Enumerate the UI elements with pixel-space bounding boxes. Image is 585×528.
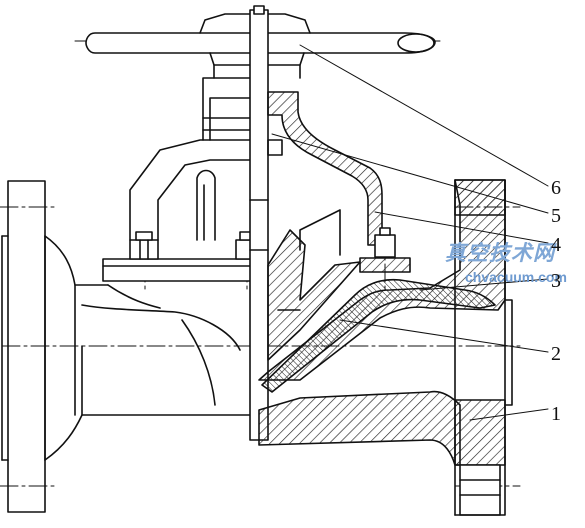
part-label-5: 5 xyxy=(551,205,561,227)
watermark-cn: 真空技术网 xyxy=(445,240,557,265)
part-label-4: 4 xyxy=(551,234,561,256)
diaphragm xyxy=(261,278,496,393)
part-labels: 1 2 3 4 5 6 xyxy=(551,177,561,425)
watermark-en: chvacuum.com xyxy=(465,269,567,285)
part-label-2: 2 xyxy=(551,343,561,365)
body-section-right xyxy=(258,179,513,516)
part-label-3: 3 xyxy=(551,270,561,292)
part-label-6: 6 xyxy=(551,177,561,199)
part-label-1: 1 xyxy=(551,403,561,425)
left-body xyxy=(44,235,260,461)
compressor xyxy=(267,229,361,361)
bonnet-section-right xyxy=(267,91,411,311)
leader-lines xyxy=(271,44,549,421)
left-flange xyxy=(1,180,46,513)
watermark: 真空技术网 chvacuum.com xyxy=(445,240,567,285)
bonnet-left xyxy=(129,77,260,241)
bonnet-flange-left xyxy=(102,231,260,282)
